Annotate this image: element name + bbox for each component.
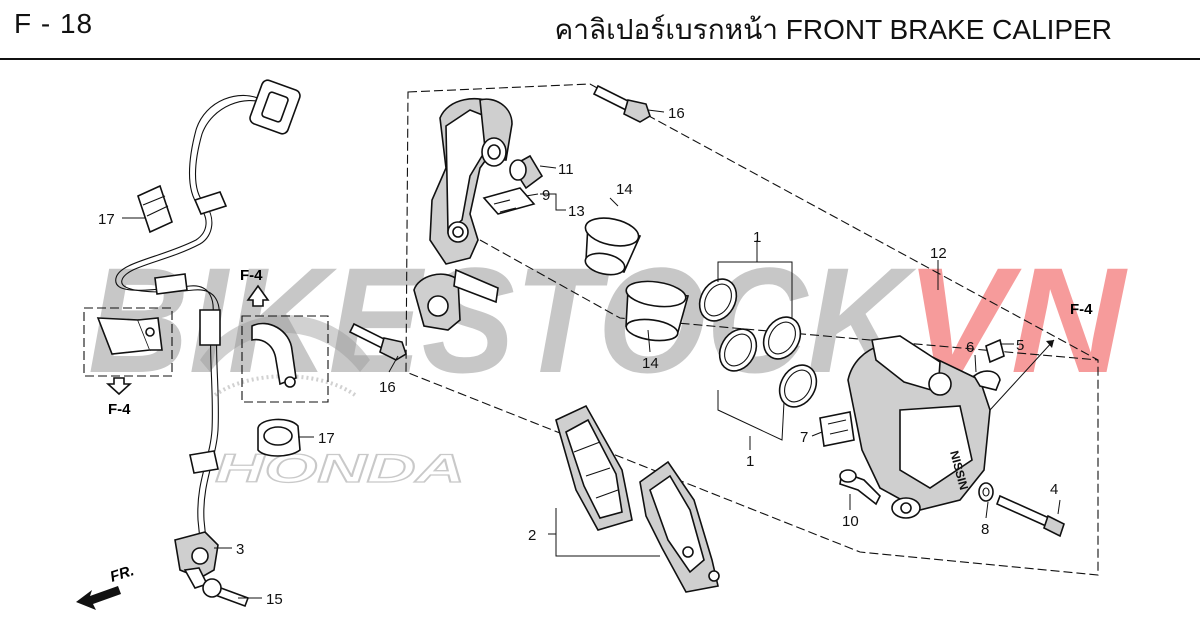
page-header: F - 18 คาลิเปอร์เบรกหน้า FRONT BRAKE CAL… [0,0,1200,60]
callout-14-lower: 14 [642,355,659,372]
callouts: 17 17 3 15 16 16 11 9 13 14 14 1 1 2 7 1… [98,105,1058,608]
caliper-body-group-outline [479,239,1099,361]
callout-7: 7 [800,429,808,446]
callout-8: 8 [981,521,989,538]
bleeder-valve [972,338,1005,391]
cable-clamp-upper [137,184,173,234]
callout-14-upper: 14 [616,181,633,198]
exploded-parts-diagram: BIKESTOCK VN HONDA [76,79,1128,610]
mounting-bolt-top [592,84,651,123]
pad-pin [995,494,1065,538]
page-title: คาลิเปอร์เบรกหน้า FRONT BRAKE CALIPER [554,14,1112,45]
cable-clip-mid [251,322,297,388]
brake-pad-rear [639,460,720,593]
callout-10: 10 [842,513,859,530]
brake-pad-front [555,404,633,531]
callout-2: 2 [528,527,536,544]
watermark: BIKESTOCK VN [88,236,1128,404]
sensor-bolt [202,578,250,608]
front-direction-arrow: FR. [76,562,136,610]
callout-16-top: 16 [668,105,685,122]
speed-sensor-cable [115,79,301,541]
speed-sensor [174,531,219,589]
caliper-slide-pin [839,469,881,506]
callout-3: 3 [236,541,244,558]
honda-logo-text: HONDA [215,447,465,491]
ref-arrow-up [246,284,270,307]
page-code: F - 18 [14,8,94,39]
cable-clip-left [96,317,163,355]
pad-retainer-clip [482,187,536,215]
callout-9: 9 [542,187,550,204]
ref-arrow-down [105,377,133,396]
ref-label-top: F-4 [240,267,263,284]
callout-13: 13 [568,203,585,220]
clip-detail-box-left [83,307,173,377]
pin-boot [509,154,544,190]
front-direction-label: FR. [108,562,136,586]
callout-6: 6 [966,339,974,356]
piston-seals [698,278,818,408]
pin-washer [978,482,994,502]
pad-spring [819,411,855,447]
callout-11: 11 [558,161,574,178]
leader-lines [122,109,1061,599]
callout-12: 12 [930,245,947,262]
callout-5: 5 [1016,337,1024,354]
piston-lower [625,280,690,342]
callout-4: 4 [1050,481,1058,498]
ref-label-right: F-4 [1070,301,1093,318]
caliper-bracket [413,97,513,331]
header-rule [0,58,1200,60]
callout-17-upper: 17 [98,211,115,228]
piston-upper [584,217,642,276]
cable-clamp-lower [257,418,301,457]
callout-1-upper: 1 [753,229,761,246]
caliper-bracket-group-outline [405,83,1099,576]
callout-16-mid: 16 [379,379,396,396]
callout-1-lower: 1 [746,453,754,470]
ref-label-bottom: F-4 [108,401,131,418]
clip-detail-box-mid [241,315,329,403]
callout-15: 15 [266,591,283,608]
callout-17-lower: 17 [318,430,335,447]
mounting-bolt-mid [348,322,407,361]
caliper-body: NISSIN [847,335,991,519]
